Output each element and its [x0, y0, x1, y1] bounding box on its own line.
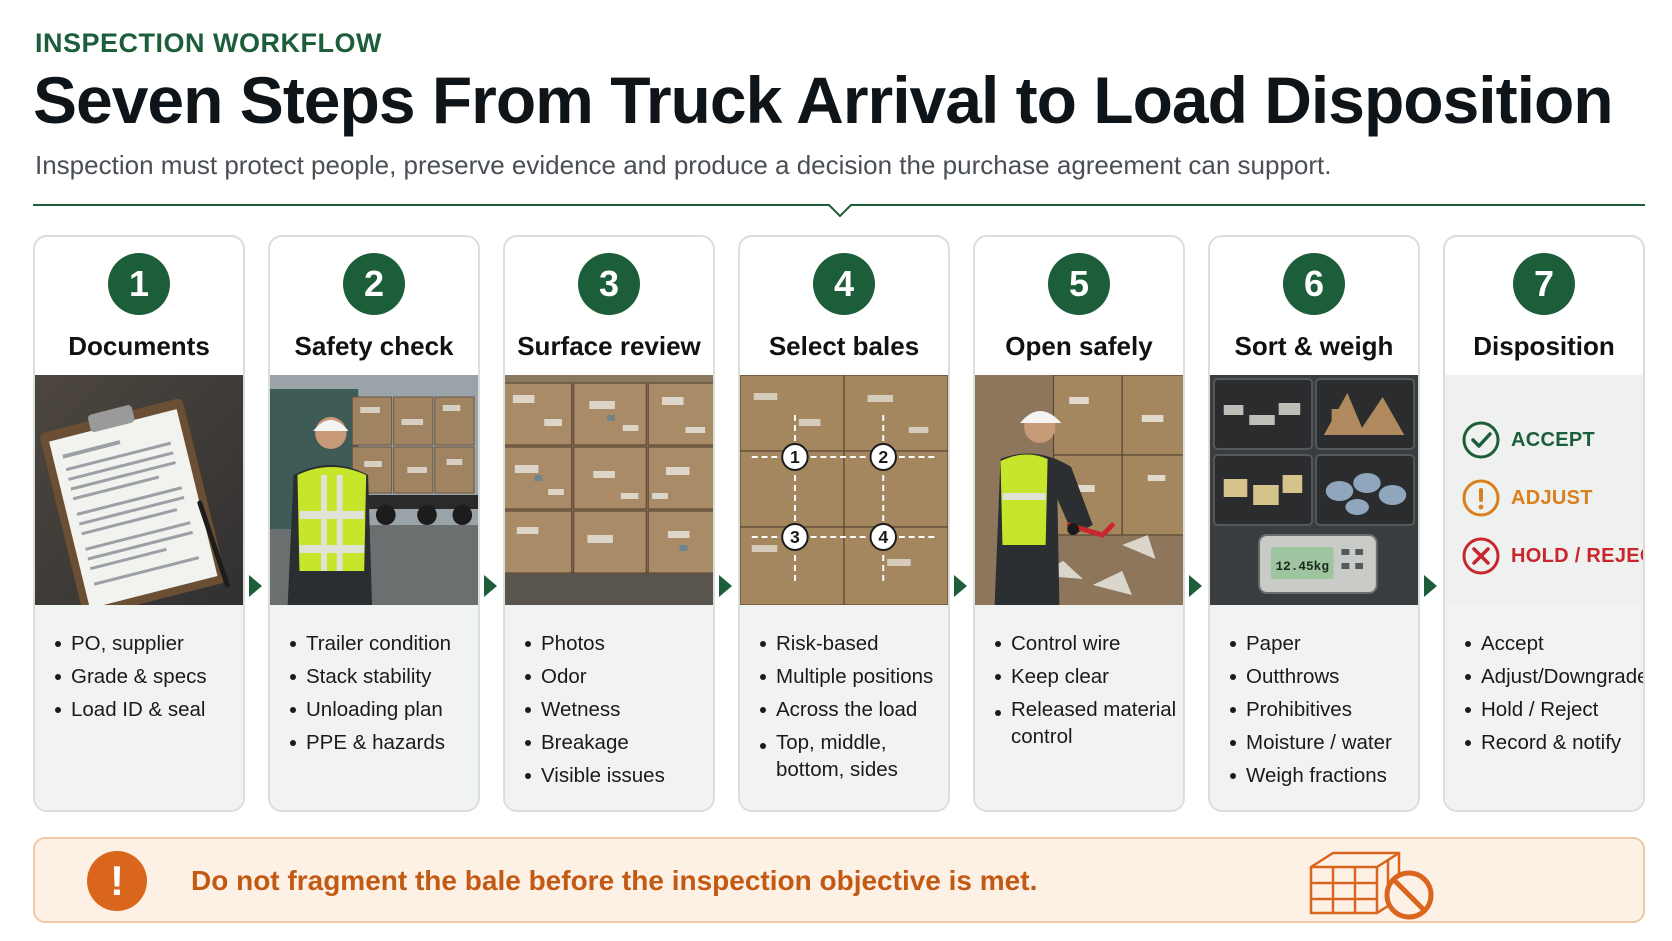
grid-label: 4	[878, 527, 888, 547]
step-arrow-icon	[954, 575, 967, 597]
step-arrow-icon	[719, 575, 732, 597]
step-bullets: Control wire Keep clear Released materia…	[975, 605, 1183, 810]
step-card-sort-and-weigh: 6 Sort & weigh	[1208, 235, 1420, 812]
check-circle-icon	[1462, 421, 1500, 459]
step-title: Select bales	[768, 331, 920, 361]
eyebrow-label: INSPECTION WORKFLOW	[35, 28, 382, 58]
bullet-item: Across the load	[758, 693, 948, 726]
sorting-bins-photo: 12.45kg	[1210, 375, 1418, 605]
page-title: Seven Steps From Truck Arrival to Load D…	[33, 63, 1614, 137]
clipboard-photo	[35, 375, 243, 605]
bullet-item: Control wire	[993, 627, 1183, 660]
step-arrow-icon	[1424, 575, 1437, 597]
bullet-item: Released material control	[993, 696, 1183, 750]
bullet-item: Adjust/Downgrade	[1463, 660, 1643, 693]
step-number-badge: 6	[1283, 253, 1345, 315]
grid-label: 2	[878, 447, 888, 467]
bullet-item: Hold / Reject	[1463, 693, 1643, 726]
step-title: Disposition	[1473, 331, 1615, 361]
step-title: Safety check	[294, 331, 454, 361]
warning-banner: ! Do not fragment the bale before the in…	[33, 837, 1645, 923]
step-card-safety-check: 2 Safety check	[268, 235, 480, 812]
x-circle-icon	[1462, 537, 1500, 575]
page-subtitle: Inspection must protect people, preserve…	[35, 150, 1332, 180]
bullet-item: Trailer condition	[288, 627, 478, 660]
step-number-badge: 7	[1513, 253, 1575, 315]
bullet-item: Multiple positions	[758, 660, 948, 693]
bullet-item: Photos	[523, 627, 713, 660]
step-card-documents: 1 Documents	[33, 235, 245, 812]
step-bullets: Photos Odor Wetness Breakage Visible iss…	[505, 605, 713, 810]
step-title: Open safely	[1005, 331, 1153, 361]
bullet-item: Outthrows	[1228, 660, 1418, 693]
bullet-item: Wetness	[523, 693, 713, 726]
step-bullets: Trailer condition Stack stability Unload…	[270, 605, 478, 810]
step-bullets: PO, supplier Grade & specs Load ID & sea…	[35, 605, 243, 810]
bullet-item: Keep clear	[993, 660, 1183, 693]
outcome-adjust: ADJUST	[1445, 469, 1643, 527]
cutting-wire-photo	[975, 375, 1183, 605]
exclamation-icon: !	[87, 851, 147, 911]
bullet-item: Load ID & seal	[53, 693, 243, 726]
step-card-open-safely: 5 Open safely	[973, 235, 1185, 812]
bullet-item: Unloading plan	[288, 693, 478, 726]
bales-photo	[505, 375, 713, 605]
scale-reading: 12.45kg	[1275, 559, 1329, 574]
outcome-hold-reject: HOLD / REJECT	[1445, 527, 1643, 585]
bullet-item: Moisture / water	[1228, 726, 1418, 759]
outcome-label: ADJUST	[1511, 486, 1593, 509]
bullet-item: Grade & specs	[53, 660, 243, 693]
step-bullets: Accept Adjust/Downgrade Hold / Reject Re…	[1445, 605, 1643, 810]
bullet-item: Record & notify	[1463, 726, 1643, 759]
step-card-select-bales: 4 Select bales	[738, 235, 950, 812]
step-title: Sort & weigh	[1234, 331, 1394, 361]
bullet-item: Accept	[1463, 627, 1643, 660]
warning-message: Do not fragment the bale before the insp…	[191, 865, 1038, 896]
grid-label: 1	[790, 447, 800, 467]
step-bullets: Risk-based Multiple positions Across the…	[740, 605, 948, 810]
steps-row: 1 Documents	[33, 235, 1645, 812]
step-title: Documents	[68, 331, 210, 361]
disposition-outcomes: ACCEPT ADJUST HOLD / REJECT	[1445, 375, 1643, 605]
bullet-item: Stack stability	[288, 660, 478, 693]
grid-label: 3	[790, 527, 800, 547]
no-bale-icon	[1309, 851, 1434, 920]
step-number-badge: 3	[578, 253, 640, 315]
bullet-item: Risk-based	[758, 627, 948, 660]
bullet-item: PPE & hazards	[288, 726, 478, 759]
bullet-item: Top, middle, bottom, sides	[758, 729, 948, 783]
step-number-badge: 5	[1048, 253, 1110, 315]
bullet-item: PO, supplier	[53, 627, 243, 660]
bullet-item: Weigh fractions	[1228, 759, 1418, 792]
step-number-badge: 2	[343, 253, 405, 315]
step-card-disposition: 7 Disposition ACCEPT ADJUST	[1443, 235, 1645, 812]
bullet-item: Paper	[1228, 627, 1418, 660]
step-arrow-icon	[249, 575, 262, 597]
trailer-worker-photo	[270, 375, 478, 605]
step-title: Surface review	[517, 331, 701, 361]
outcome-label: HOLD / REJECT	[1511, 544, 1643, 567]
step-bullets: Paper Outthrows Prohibitives Moisture / …	[1210, 605, 1418, 810]
bullet-item: Visible issues	[523, 759, 713, 792]
bale-grid-photo: 1 2 3 4	[740, 375, 948, 605]
outcome-label: ACCEPT	[1511, 428, 1596, 451]
step-card-surface-review: 3 Surface review	[503, 235, 715, 812]
bullet-item: Prohibitives	[1228, 693, 1418, 726]
step-number-badge: 4	[813, 253, 875, 315]
exclamation-circle-icon	[1462, 479, 1500, 517]
outcome-accept: ACCEPT	[1445, 411, 1643, 469]
bullet-item: Odor	[523, 660, 713, 693]
bullet-item: Breakage	[523, 726, 713, 759]
divider-notch-icon	[827, 204, 853, 218]
step-arrow-icon	[1189, 575, 1202, 597]
step-number-badge: 1	[108, 253, 170, 315]
step-arrow-icon	[484, 575, 497, 597]
